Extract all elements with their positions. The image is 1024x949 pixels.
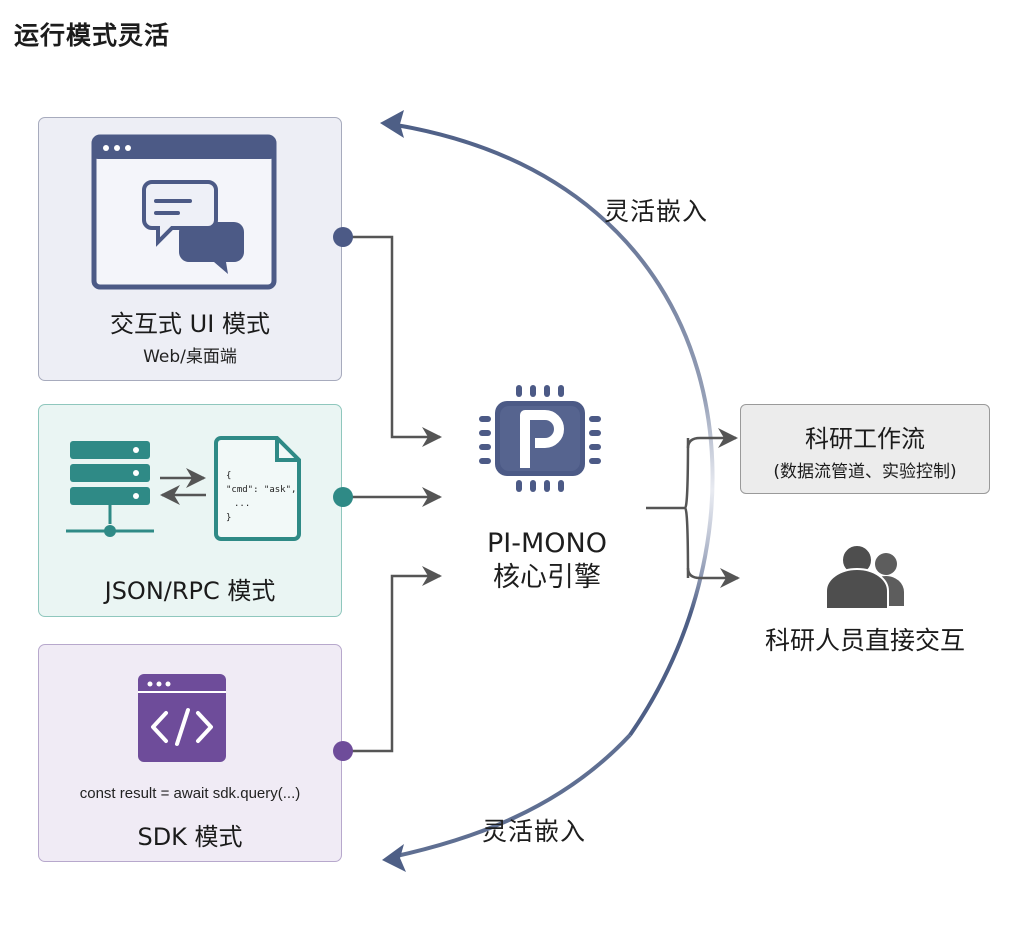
flexible-embed-arc xyxy=(389,122,715,737)
json-code-line-2: "cmd": "ask", xyxy=(226,485,296,495)
researcher-interaction-label: 科研人员直接交互 xyxy=(764,626,965,655)
page-title: 运行模式灵活 xyxy=(14,21,171,50)
connector-rpc-to-engine xyxy=(333,487,442,507)
sdk-mode-label: SDK 模式 xyxy=(137,823,243,851)
interactive-ui-mode-label: 交互式 UI 模式 xyxy=(110,310,270,338)
json-code-line-3: ... xyxy=(234,499,250,509)
chip-p-icon xyxy=(479,385,601,492)
arc-arrow-bottom xyxy=(382,844,406,872)
sdk-code-sample: const result = await sdk.query(...) xyxy=(79,785,301,802)
json-rpc-mode-label: JSON/RPC 模式 xyxy=(104,577,276,605)
code-window-icon xyxy=(138,674,226,762)
embed-label-bottom: 灵活嵌入 xyxy=(482,817,587,846)
engine-name: PI-MONO xyxy=(487,528,607,559)
embed-label-top: 灵活嵌入 xyxy=(604,197,709,226)
json-code-line-4: } xyxy=(226,513,231,523)
output-bracket xyxy=(646,428,740,588)
browser-chat-icon xyxy=(91,134,277,290)
arc-arrow-top xyxy=(380,110,404,138)
research-workflow-box: 科研工作流 (数据流管道、实验控制) xyxy=(740,404,990,494)
engine-subtitle: 核心引擎 xyxy=(493,562,601,593)
research-workflow-sub: (数据流管道、实验控制) xyxy=(773,462,957,482)
flexible-embed-arc-lower xyxy=(391,733,632,859)
interactive-ui-mode-sub: Web/桌面端 xyxy=(143,347,237,367)
people-icon xyxy=(825,544,904,610)
server-file-icon: { "cmd": "ask", ... } xyxy=(66,436,301,541)
connector-sdk-to-engine xyxy=(333,566,442,761)
json-code-line-1: { xyxy=(226,471,231,481)
research-workflow-title: 科研工作流 xyxy=(805,425,925,453)
connector-ui-to-engine xyxy=(333,227,442,447)
